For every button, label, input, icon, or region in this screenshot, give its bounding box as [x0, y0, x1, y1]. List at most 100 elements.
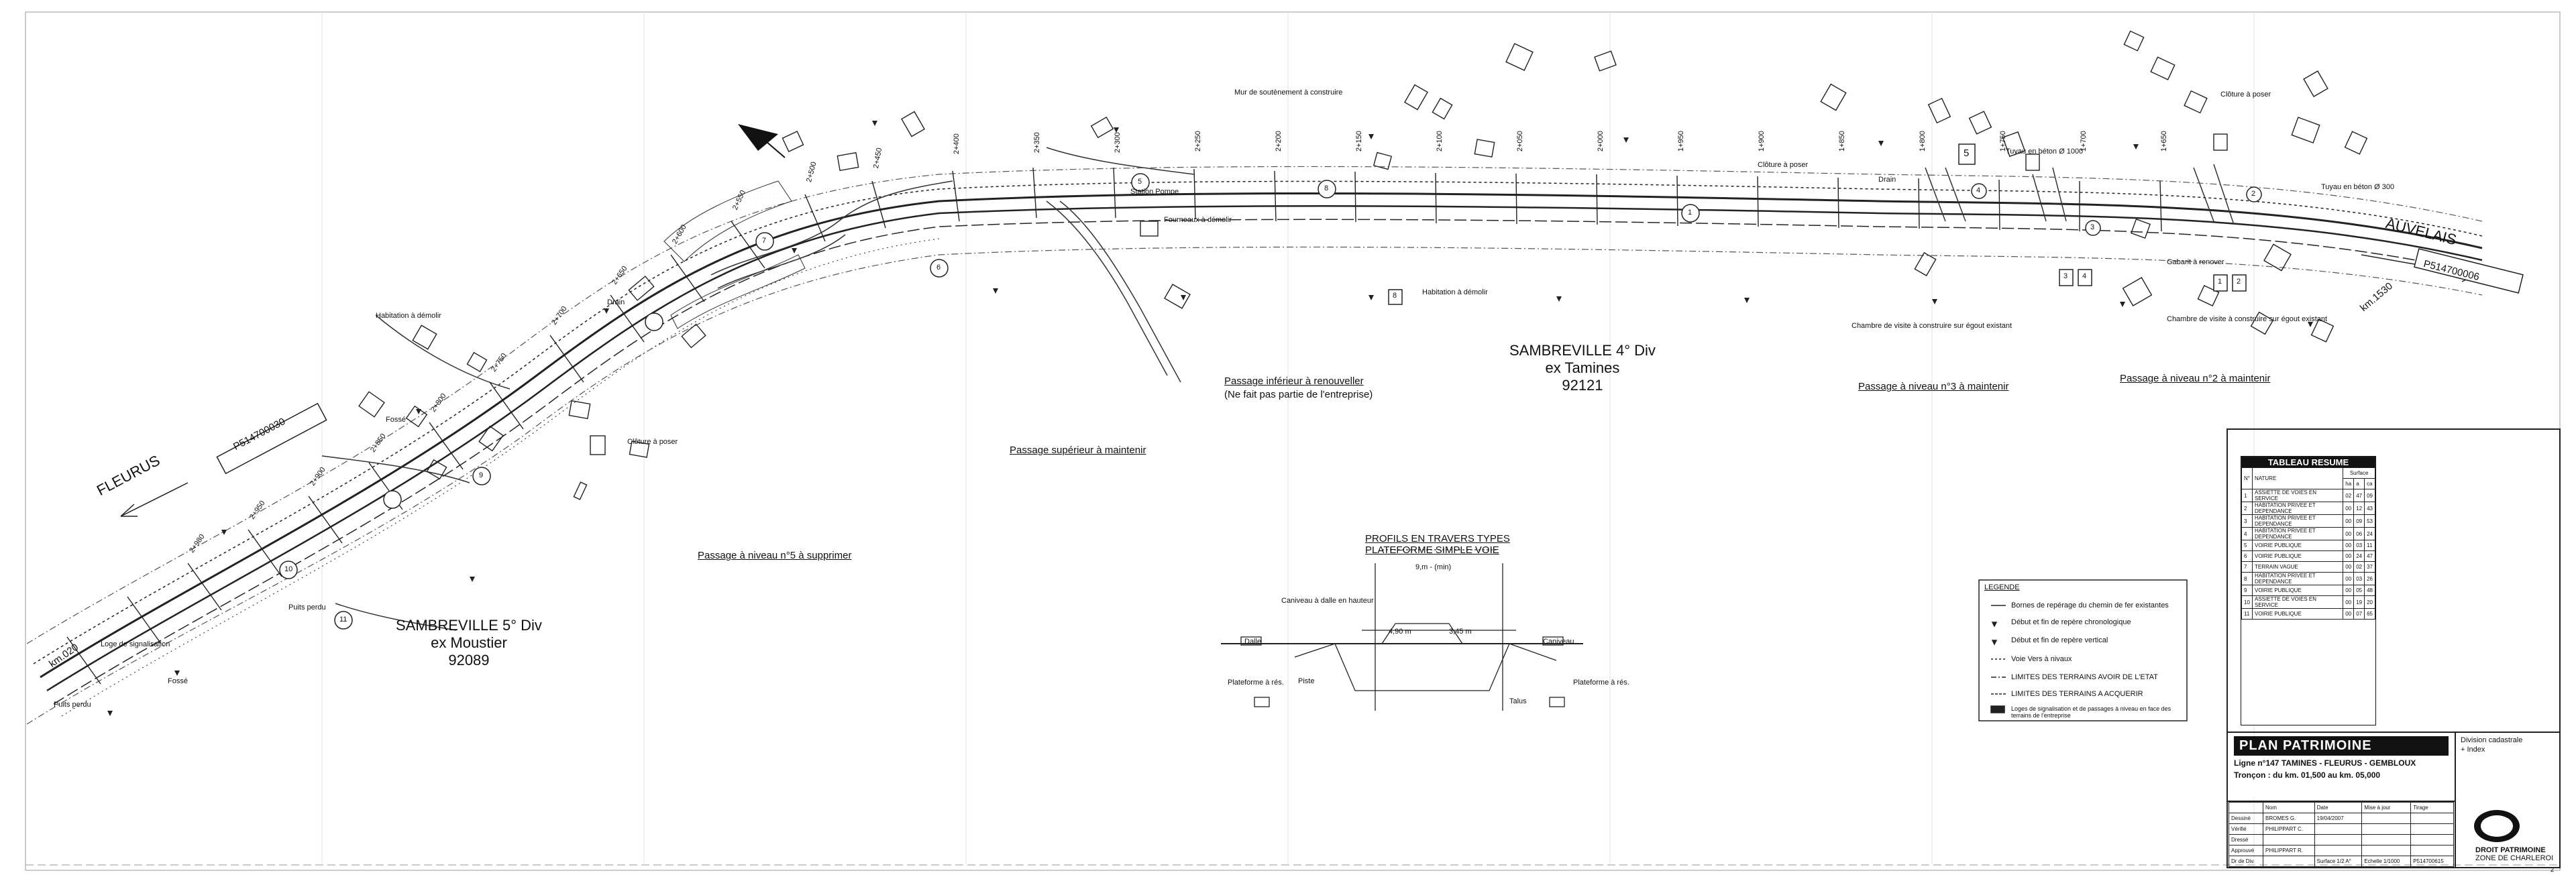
sheet-number: 2: [2551, 866, 2555, 873]
summary-cell: 8: [2241, 572, 2253, 585]
company-name: DROIT PATRIMOINE: [2475, 846, 2546, 854]
chainage-label: 2+250: [1194, 131, 1202, 152]
chainage-label: 1+800: [1919, 131, 1927, 152]
marker-4: 4: [1976, 186, 1981, 194]
chainage-label: 1+700: [2080, 131, 2088, 152]
summary-cell: 10: [2241, 595, 2253, 609]
rev-row: Dressé: [2228, 834, 2264, 845]
summary-cell: 5: [2241, 540, 2253, 551]
rev-date: 19/04/2007: [2314, 813, 2363, 824]
summary-cell: 02: [2343, 489, 2355, 502]
marker-11: 11: [339, 616, 347, 624]
parcel-markers: [279, 173, 2262, 630]
profile-caniveau: Caniveau: [1543, 638, 1574, 646]
rev-row: Dr de Div.: [2228, 856, 2264, 867]
summary-cell: ASSIETTE DE VOIES EN SERVICE: [2251, 595, 2344, 609]
marker-5: 5: [1138, 178, 1142, 186]
annotation-passage-inferieur: Passage inférieur à renouveller: [1224, 375, 1364, 387]
summary-unit: ca: [2364, 478, 2375, 489]
summary-cell: 12: [2353, 502, 2365, 515]
company-logo-icon: [2474, 810, 2520, 842]
summary-cell: HABITATION PRIVEE ET DEPENDANCE: [2251, 514, 2344, 528]
summary-cell: VOIRIE PUBLIQUE: [2251, 550, 2344, 562]
cross-section-profile: [1221, 549, 1583, 711]
summary-cell: 00: [2343, 527, 2355, 540]
summary-cell: 47: [2353, 489, 2365, 502]
summary-cell: 43: [2364, 502, 2375, 515]
chainage-label: 1+750: [1999, 131, 2007, 152]
annotation-habitation: Habitation à démolir: [376, 312, 441, 320]
chainage-label: 2+400: [953, 133, 961, 154]
profile-plateforme-left: Plateforme à rés.: [1228, 679, 1284, 687]
marker-9: 9: [479, 471, 484, 479]
division-5-label: SAMBREVILLE 5° Div ex Moustier 92089: [396, 617, 542, 668]
annotation-passage-superieur: Passage supérieur à maintenir: [1010, 445, 1146, 456]
plan-line: Ligne n°147 TAMINES - FLEURUS - GEMBLOUX: [2234, 758, 2416, 768]
rev-name: BROMES G.: [2263, 813, 2315, 824]
summary-table: TABLEAU RESUME N° NATURE Surface ha a ca…: [2241, 456, 2376, 725]
summary-cell: 00: [2343, 608, 2355, 620]
title-block-frame: [2226, 428, 2561, 868]
rev-head: Nom: [2263, 802, 2315, 813]
division-4-label: SAMBREVILLE 4° Div ex Tamines 92121: [1509, 342, 1656, 394]
company-zone: ZONE DE CHARLEROI: [2475, 854, 2554, 862]
annotation-passage-n5: Passage à niveau n°5 à supprimer: [698, 550, 852, 561]
box-marker-5: 5: [1964, 148, 1970, 159]
summary-cell: 00: [2343, 502, 2355, 515]
north-arrow-icon: [738, 124, 786, 158]
summary-cell: 00: [2343, 550, 2355, 562]
chainage-label: 2+100: [1436, 131, 1444, 152]
summary-cell: 2: [2241, 502, 2253, 515]
annotation-cloture: Clôture à poser: [1758, 161, 1809, 169]
summary-cell: 11: [2241, 608, 2253, 620]
annotation-puits: Puits perdu: [54, 701, 91, 709]
summary-cell: 00: [2343, 572, 2355, 585]
annotation-tuyau-300: Tuyau en béton Ø 300: [2321, 183, 2395, 191]
rev-head: Date: [2314, 802, 2363, 813]
annotation-passage-n3: Passage à niveau n°3 à maintenir: [1858, 381, 2009, 392]
summary-cell: ASSIETTE DE VOIES EN SERVICE: [2251, 489, 2344, 502]
rev-head: [2228, 802, 2264, 813]
summary-cell: 19: [2353, 595, 2365, 609]
summary-cell: 03: [2353, 540, 2365, 551]
summary-cell: 06: [2353, 527, 2365, 540]
chainage-label: 2+150: [1355, 131, 1363, 152]
summary-cell: 00: [2343, 514, 2355, 528]
chainage-label: 2+350: [1033, 132, 1041, 153]
legend-item: LIMITES DES TERRAINS AVOIR DE L'ETAT: [2011, 673, 2158, 681]
summary-col-no: N°: [2241, 467, 2253, 489]
annotation-passage-n2: Passage à niveau n°2 à maintenir: [2120, 373, 2271, 384]
annotation-chambre: Chambre de visite à construire sur égout…: [1851, 322, 2012, 330]
chainage-label: 2+200: [1275, 131, 1283, 152]
summary-cell: 9: [2241, 585, 2253, 596]
summary-cell: 1: [2241, 489, 2253, 502]
summary-col-nature: NATURE: [2251, 467, 2344, 489]
summary-cell: 47: [2364, 550, 2375, 562]
annotation-passage-inferieur-note: (Ne fait pas partie de l'entreprise): [1224, 389, 1373, 400]
annotation-fourneaux: Fourneaux à démolir: [1164, 216, 1232, 224]
summary-cell: 20: [2364, 595, 2375, 609]
profile-title-2: PLATEFORME SIMPLE VOIE: [1365, 544, 1499, 556]
rev-name: PHILIPPART R.: [2263, 845, 2315, 856]
legend-item: Début et fin de repère vertical: [2011, 636, 2108, 644]
plan-number: P514700615: [2410, 856, 2454, 867]
annotation-puits-2: Puits perdu: [288, 603, 326, 611]
annotation-mur: Mur de soutènement à construire: [1234, 89, 1343, 97]
plan-surface: Surface 1/2 A°: [2314, 856, 2363, 867]
summary-unit: a: [2353, 478, 2365, 489]
annotation-tuyau-1000: Tuyau en béton Ø 1000: [2006, 148, 2084, 156]
summary-cell: 00: [2343, 540, 2355, 551]
profile-talus: Talus: [1509, 697, 1527, 705]
annotation-drain: Drain: [607, 298, 625, 306]
box-marker-8: 8: [1393, 292, 1397, 300]
annotation-loge: Loge de signalisation: [101, 640, 170, 648]
title-block: PLAN PATRIMOINE Ligne n°147 TAMINES - FL…: [2234, 736, 2449, 798]
